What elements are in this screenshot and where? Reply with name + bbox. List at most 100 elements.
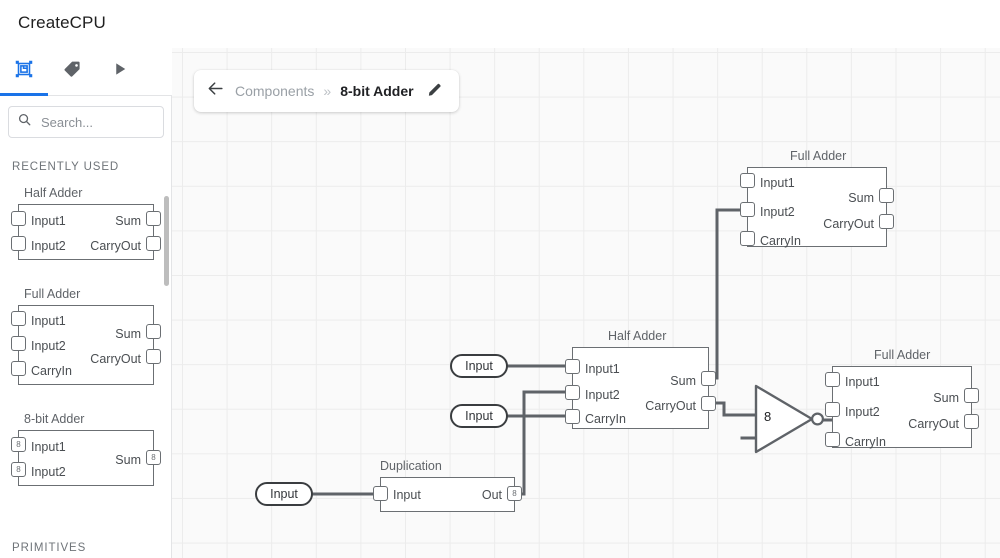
pin-input1[interactable] — [11, 311, 26, 326]
pin-sum[interactable] — [964, 388, 979, 403]
canvas-block-full-adder-right[interactable]: Full Adder Input1 Input2 CarryIn Sum Car… — [825, 348, 979, 449]
pin-label-input2: Input2 — [585, 388, 620, 402]
component-icon — [13, 58, 35, 85]
search-input[interactable] — [39, 113, 157, 131]
pin-sum[interactable] — [879, 188, 894, 203]
pin-label-input2: Input2 — [31, 239, 66, 253]
breadcrumb-root[interactable]: Components — [235, 83, 315, 99]
pin-input1[interactable] — [825, 372, 840, 387]
pin-label-input1: Input1 — [845, 375, 880, 389]
pin-label-out: Out — [481, 488, 502, 502]
io-pill-input-2[interactable]: Input — [450, 404, 508, 428]
pin-input1[interactable] — [11, 211, 26, 226]
pin-label-input2: Input2 — [760, 205, 795, 219]
pin-label-input2: Input2 — [31, 465, 66, 479]
tag-icon — [62, 59, 83, 85]
tab-components[interactable] — [0, 48, 48, 96]
pin-sum[interactable] — [146, 324, 161, 339]
block-title: Half Adder — [608, 329, 667, 343]
palette-item-half-adder[interactable]: Half Adder Input1 Input2 Sum CarryOut — [11, 186, 161, 260]
pin-label-carryout: CarryOut — [90, 352, 141, 366]
pin-carryin[interactable] — [565, 409, 580, 424]
palette-item-8bit-adder[interactable]: 8-bit Adder 8 8 8 Input1 Input2 Sum — [11, 412, 161, 486]
pin-sum[interactable] — [701, 371, 716, 386]
pin-carryout[interactable] — [879, 214, 894, 229]
pin-label-input1: Input1 — [31, 440, 66, 454]
canvas-block-half-adder[interactable]: Half Adder Input1 Input2 CarryIn Sum Car… — [565, 329, 716, 429]
pin-input2[interactable] — [740, 202, 755, 217]
pin-input2[interactable] — [825, 402, 840, 417]
pin-carryin[interactable] — [825, 432, 840, 447]
pin-carryin[interactable] — [11, 361, 26, 376]
io-pill-label: Input — [465, 409, 493, 423]
block-body — [18, 204, 154, 260]
canvas-block-full-adder-top[interactable]: Full Adder Input1 Input2 CarryIn Sum Car… — [740, 149, 894, 248]
pin-label-sum: Sum — [115, 327, 141, 341]
pin-label-carryin: CarryIn — [760, 234, 801, 248]
pin-label-carryin: CarryIn — [845, 435, 886, 449]
pin-label-sum: Sum — [115, 453, 141, 467]
pin-sum[interactable]: 8 — [146, 450, 161, 465]
palette-item-full-adder[interactable]: Full Adder Input1 Input2 CarryIn Sum Car… — [11, 287, 161, 385]
sidebar: RECENTLY USED Half Adder Input1 Input2 S… — [0, 48, 172, 558]
pencil-icon — [427, 81, 443, 102]
schematic-canvas[interactable]: Components » 8-bit Adder Full Adder Inpu… — [172, 48, 1000, 558]
io-pill-label: Input — [270, 487, 298, 501]
search-box[interactable] — [8, 106, 164, 138]
block-title: Duplication — [380, 459, 442, 473]
canvas-block-bus-buffer[interactable]: 8 — [750, 383, 828, 455]
sidebar-tabbar — [0, 48, 172, 96]
breadcrumb-current: 8-bit Adder — [340, 83, 414, 99]
pin-carryout[interactable] — [146, 236, 161, 251]
pin-label-sum: Sum — [115, 214, 141, 228]
pin-carryin[interactable] — [740, 231, 755, 246]
pin-input[interactable] — [373, 486, 388, 501]
pin-sum[interactable] — [146, 211, 161, 226]
pin-label-carryout: CarryOut — [908, 417, 959, 431]
buffer-shape — [754, 384, 824, 454]
back-button[interactable] — [204, 80, 226, 102]
pin-label-carryout: CarryOut — [90, 239, 141, 253]
section-title-primitives: PRIMITIVES — [12, 542, 87, 554]
block-body — [380, 477, 515, 512]
pin-label-carryin: CarryIn — [585, 412, 626, 426]
component-palette: Half Adder Input1 Input2 Sum CarryOut Fu… — [0, 178, 172, 538]
play-icon — [111, 60, 129, 83]
rename-button[interactable] — [425, 81, 445, 101]
pin-input2[interactable] — [565, 385, 580, 400]
pin-label-sum: Sum — [670, 374, 696, 388]
io-pill-input-1[interactable]: Input — [450, 354, 508, 378]
breadcrumb: Components » 8-bit Adder — [194, 70, 459, 112]
pin-carryout[interactable] — [964, 414, 979, 429]
palette-scrollbar[interactable] — [164, 196, 169, 286]
pin-carryout[interactable] — [701, 396, 716, 411]
pin-carryout[interactable] — [146, 349, 161, 364]
pin-input2[interactable] — [11, 236, 26, 251]
arrow-left-icon — [206, 79, 225, 103]
pin-label-input2: Input2 — [845, 405, 880, 419]
pin-input2[interactable] — [11, 336, 26, 351]
wire-halfadder-carryout-to-buffer — [707, 401, 758, 417]
canvas-block-duplication[interactable]: Duplication 8 Input Out — [373, 459, 522, 512]
tab-run[interactable] — [96, 48, 144, 95]
search-container — [8, 106, 164, 138]
pin-input1[interactable] — [565, 359, 580, 374]
pin-input1[interactable] — [740, 173, 755, 188]
pin-input1[interactable]: 8 — [11, 437, 26, 452]
pin-label-carryout: CarryOut — [823, 217, 874, 231]
pin-label-input: Input — [393, 488, 421, 502]
buffer-label: 8 — [764, 409, 772, 424]
pin-label-input1: Input1 — [31, 314, 66, 328]
io-pill-input-3[interactable]: Input — [255, 482, 313, 506]
tab-labels[interactable] — [48, 48, 96, 95]
pin-out[interactable]: 8 — [507, 486, 522, 501]
pin-label-input1: Input1 — [585, 362, 620, 376]
search-icon — [17, 112, 32, 132]
app-title: CreateCPU — [18, 13, 106, 32]
pin-label-sum: Sum — [933, 391, 959, 405]
active-tab-indicator — [0, 93, 48, 96]
pin-input2[interactable]: 8 — [11, 462, 26, 477]
pin-label-input1: Input1 — [31, 214, 66, 228]
pin-label-carryin: CarryIn — [31, 364, 72, 378]
